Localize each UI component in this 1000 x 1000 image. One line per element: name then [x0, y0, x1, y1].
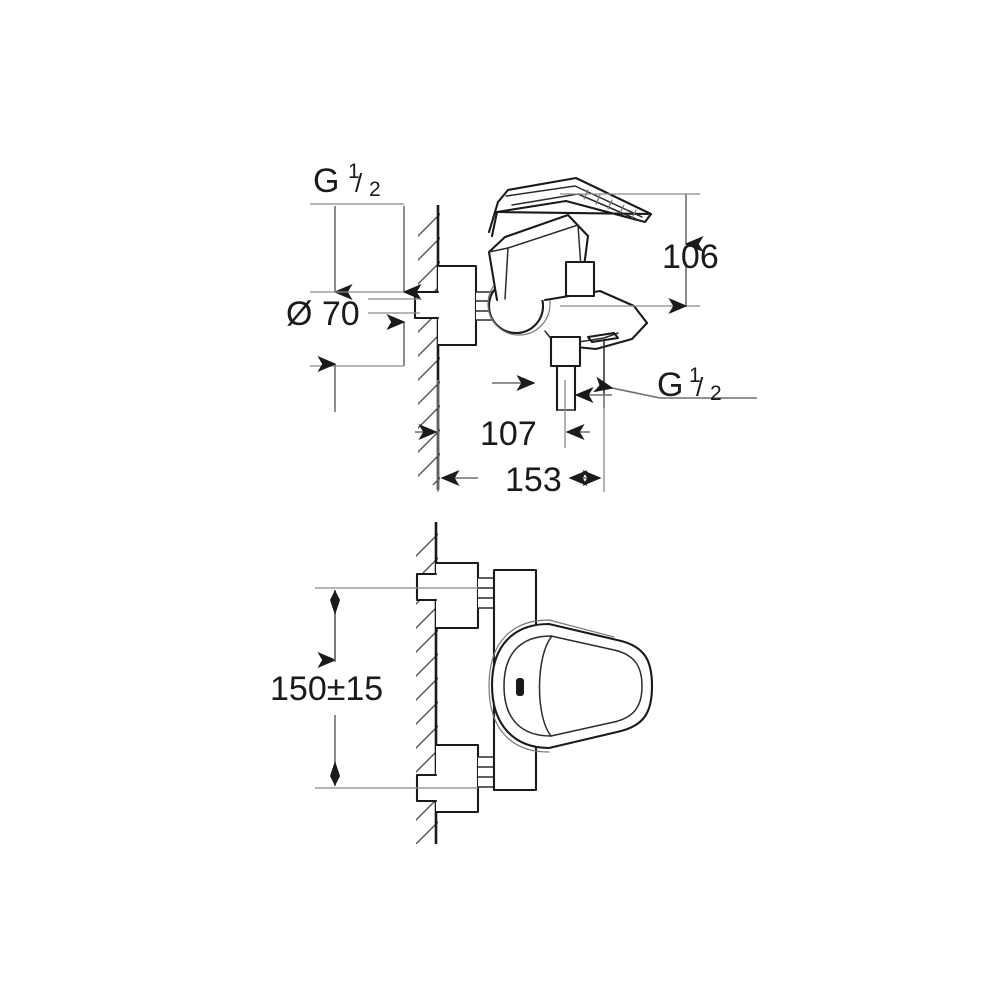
label-centres-150: 150±15 — [270, 670, 383, 708]
label-thread-bottom: G — [657, 366, 683, 404]
dim-height-106 — [560, 193, 704, 314]
label-thread-top: G — [313, 162, 339, 200]
dim-centres-150 — [315, 587, 478, 789]
label-depth-153: 153 — [505, 461, 562, 499]
label-thread-top-numerator: 1 — [348, 160, 360, 183]
label-thread-top-slash: / — [355, 168, 363, 198]
mixer-body-side — [413, 176, 653, 412]
wall-hatching-top — [418, 213, 440, 485]
dim-thread-bottom — [593, 376, 757, 399]
label-thread-bottom-numerator: 1 — [689, 364, 701, 387]
handle-indicator-slot — [516, 678, 524, 696]
label-depth-107: 107 — [480, 415, 537, 453]
dim-depth-107 — [415, 375, 612, 448]
label-thread-bottom-slash: / — [696, 372, 704, 402]
label-thread-bottom-denominator: 2 — [710, 382, 722, 405]
label-thread-top-denominator: 2 — [369, 178, 381, 201]
dim-thread-top — [310, 203, 422, 300]
dim-flange-diameter — [310, 298, 420, 412]
wall-section-top — [418, 205, 440, 492]
front-view-group: 150±15 — [270, 522, 654, 844]
label-flange-diameter: Ø 70 — [286, 295, 360, 333]
dim-depth-153 — [437, 395, 605, 492]
label-height-106: 106 — [662, 238, 719, 276]
mixer-body-front — [415, 561, 654, 814]
side-view-group — [310, 176, 757, 492]
